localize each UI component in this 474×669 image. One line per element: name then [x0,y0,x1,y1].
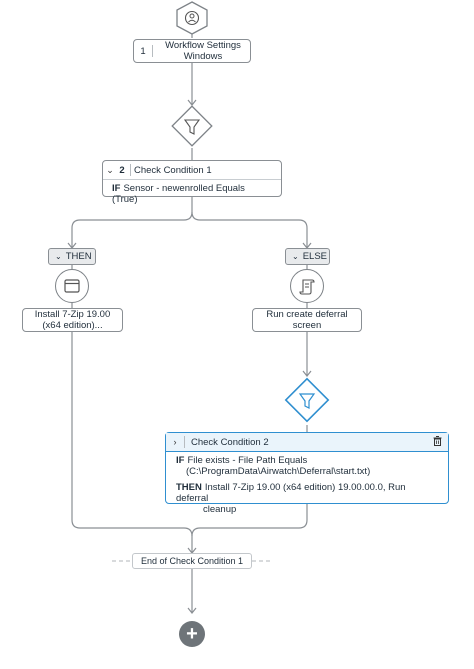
condition-header: ⌄ 2 Check Condition 1 [103,161,281,180]
run-script-action-label: Run create deferral screen [266,309,347,331]
filter-icon-active [284,377,330,423]
install-app-action-icon[interactable] [55,269,89,303]
else-branch-toggle[interactable]: ⌄ ELSE [285,248,330,265]
condition-title: Check Condition 2 [191,436,269,448]
workflow-settings-node[interactable]: 1 Workflow Settings Windows [133,39,251,63]
install-action-line1: Install 7-Zip 19.00 [34,309,111,320]
condition-title: Check Condition 1 [134,164,212,176]
then-expression-line1: Install 7-Zip 19.00 (x64 edition) 19.00.… [176,482,406,504]
then-label: THEN [65,251,92,262]
divider [184,436,185,448]
step-number: 1 [140,45,146,57]
workflow-settings-label: Workflow Settings Windows [156,40,250,62]
chevron-right-icon[interactable]: › [173,437,177,447]
install-action-line2: (x64 edition)... [42,320,103,331]
script-icon [299,278,315,295]
if-expression-line1: File exists - File Path Equals [187,455,308,466]
if-expression-line2: (C:\ProgramData\Airwatch\Deferral\start.… [186,466,371,477]
run-deferral-screen-action-node[interactable]: Run create deferral screen [252,308,362,332]
if-keyword: IF [112,183,121,194]
add-step-button[interactable]: + [179,621,205,647]
divider [130,164,131,176]
if-keyword: IF [176,455,185,466]
chevron-down-icon[interactable]: ⌄ [106,164,114,175]
chevron-down-icon: ⌄ [292,252,299,261]
step-number: 2 [119,164,125,176]
then-branch-toggle[interactable]: ⌄ THEN [48,248,96,265]
condition-header: › Check Condition 2 [166,433,448,452]
run-script-action-icon[interactable] [290,269,324,303]
chevron-down-icon: ⌄ [55,252,62,261]
user-shield-icon [176,1,208,35]
divider [152,45,153,57]
install-7zip-action-node[interactable]: Install 7-Zip 19.00 (x64 edition)... [22,308,123,332]
workflow-settings-line2: Windows [183,51,223,62]
run-script-line2: screen [292,320,322,331]
filter-icon [171,105,213,147]
else-label: ELSE [302,251,327,262]
trash-icon[interactable] [433,435,442,449]
run-script-line1: Run create deferral [266,309,348,320]
then-expression-line2: cleanup [203,504,237,515]
window-icon [64,279,80,293]
workflow-settings-line1: Workflow Settings [165,40,241,51]
plus-icon: + [186,623,198,645]
install-action-label: Install 7-Zip 19.00 (x64 edition)... [35,309,111,331]
end-of-condition-label: End of Check Condition 1 [132,553,252,569]
if-expression: Sensor - newenrolled Equals (True) [112,183,245,205]
then-keyword: THEN [176,482,202,493]
